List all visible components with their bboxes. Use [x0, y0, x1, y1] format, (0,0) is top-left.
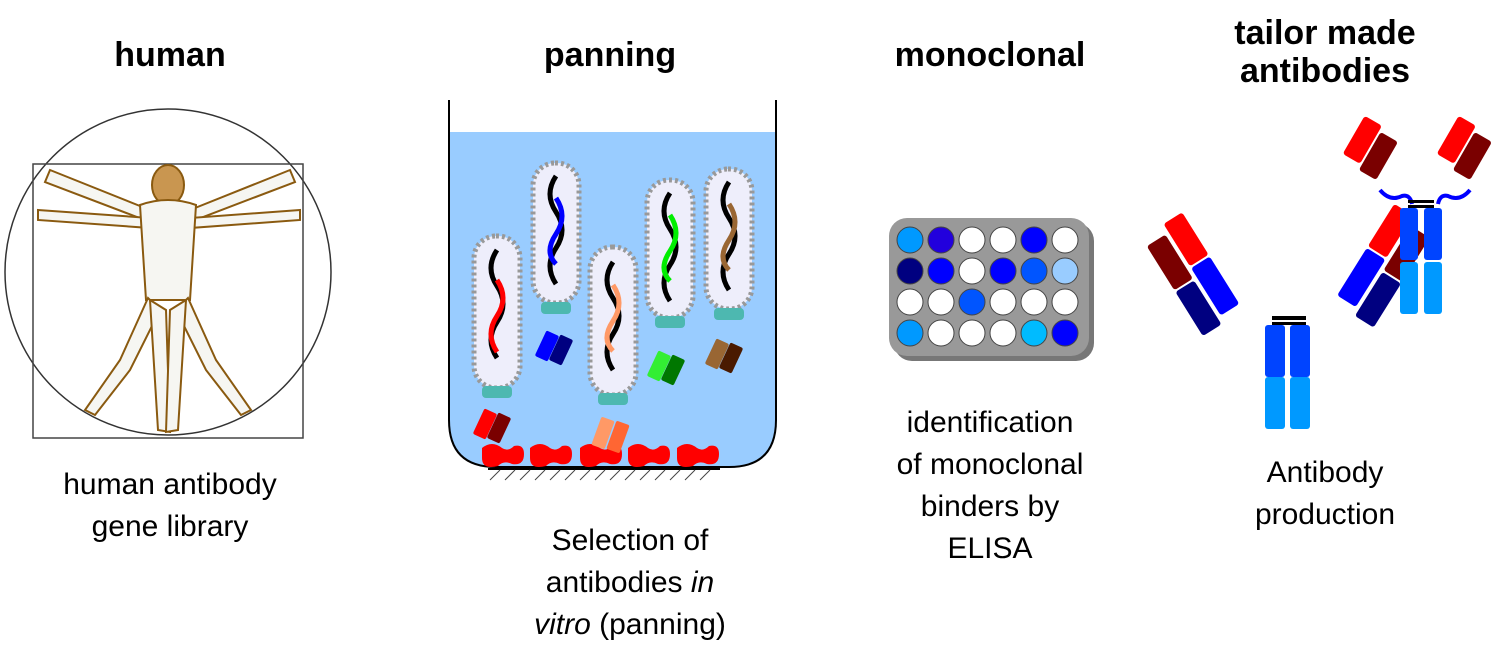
elisa-well	[1020, 257, 1048, 285]
phage-particles	[471, 160, 755, 453]
vitruvian-man-illustration	[4, 108, 332, 439]
caption-line: (panning)	[590, 608, 726, 641]
step-title-monoclonal: monoclonal	[894, 36, 1086, 74]
elisa-well	[989, 257, 1017, 285]
elisa-well	[1051, 257, 1079, 285]
step-title-human: human	[114, 36, 226, 74]
elisa-well	[958, 226, 986, 254]
step-title-tailor-made: tailor made antibodies	[1190, 14, 1460, 90]
elisa-well	[958, 257, 986, 285]
title-line: antibodies	[1239, 52, 1411, 90]
panning-vessel	[448, 100, 777, 481]
elisa-well	[927, 288, 955, 316]
caption-line: identification	[906, 406, 1074, 439]
caption-production: Antibody production	[1195, 452, 1455, 536]
elisa-well	[989, 319, 1017, 347]
caption-line: human antibody	[63, 468, 277, 501]
elisa-well	[927, 319, 955, 347]
elisa-plate	[889, 218, 1094, 361]
elisa-well	[1020, 319, 1048, 347]
elisa-well	[927, 257, 955, 285]
caption-elisa: identification of monoclonal binders by …	[840, 402, 1140, 570]
caption-line: binders by	[920, 490, 1060, 523]
caption-italic: in	[690, 566, 715, 599]
elisa-well	[896, 226, 924, 254]
elisa-well	[1051, 319, 1079, 347]
step-title-panning: panning	[543, 36, 677, 74]
elisa-well	[927, 226, 955, 254]
antigen-group	[482, 444, 719, 467]
caption-line: Antibody	[1266, 456, 1384, 489]
elisa-well	[1020, 226, 1048, 254]
title-line: tailor made	[1234, 14, 1416, 52]
caption-italic: vitro	[534, 608, 591, 641]
caption-line: of monoclonal	[896, 448, 1084, 481]
caption-line: ELISA	[947, 532, 1033, 565]
elisa-well	[958, 319, 986, 347]
elisa-well	[896, 319, 924, 347]
elisa-well	[1020, 288, 1048, 316]
elisa-well	[1051, 288, 1079, 316]
elisa-well	[989, 288, 1017, 316]
elisa-well	[958, 288, 986, 316]
igg-antibody	[1147, 204, 1429, 429]
caption-line: Selection of	[551, 524, 709, 557]
caption-human-library: human antibody gene library	[20, 464, 320, 548]
caption-line: production	[1254, 498, 1396, 531]
caption-line: gene library	[91, 510, 249, 543]
elisa-well	[896, 257, 924, 285]
scfv-fc-antibody	[1343, 116, 1491, 314]
elisa-well	[1051, 226, 1079, 254]
caption-line: antibodies	[545, 566, 691, 599]
elisa-well	[989, 226, 1017, 254]
caption-panning: Selection of antibodies in vitro (pannin…	[480, 520, 780, 646]
elisa-well	[896, 288, 924, 316]
